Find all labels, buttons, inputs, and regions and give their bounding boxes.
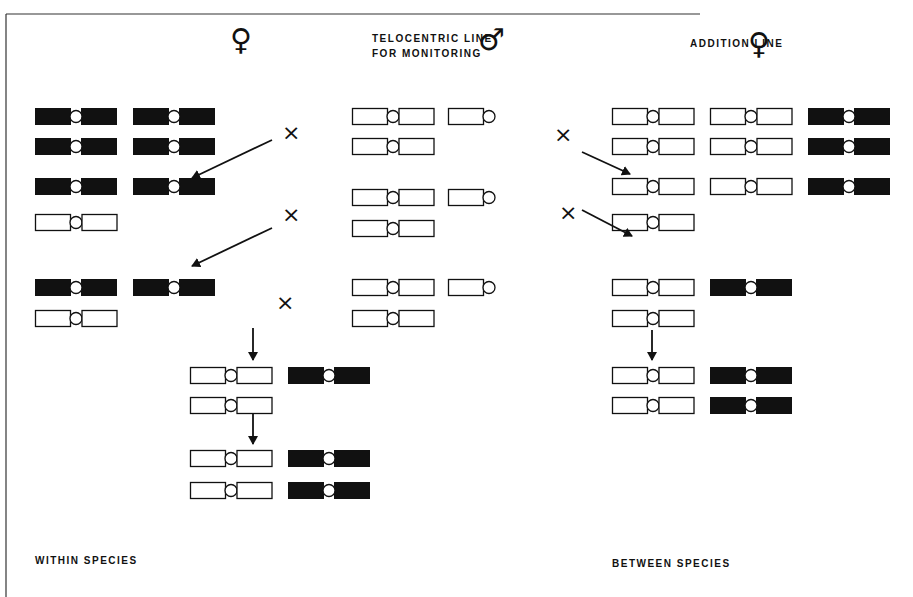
cross-sign: ×: [282, 204, 300, 226]
male-symbol: ♂: [478, 24, 505, 56]
female-symbol: ♀: [230, 24, 252, 56]
cross-sign: ×: [276, 292, 294, 314]
cross-sign: ×: [282, 122, 300, 144]
cross-sign: ×: [559, 202, 577, 224]
section-label: BETWEEN SPECIES: [612, 556, 731, 571]
section-label: WITHIN SPECIES: [35, 553, 138, 568]
female-symbol: ♀: [748, 28, 770, 60]
cross-sign: ×: [554, 124, 572, 146]
